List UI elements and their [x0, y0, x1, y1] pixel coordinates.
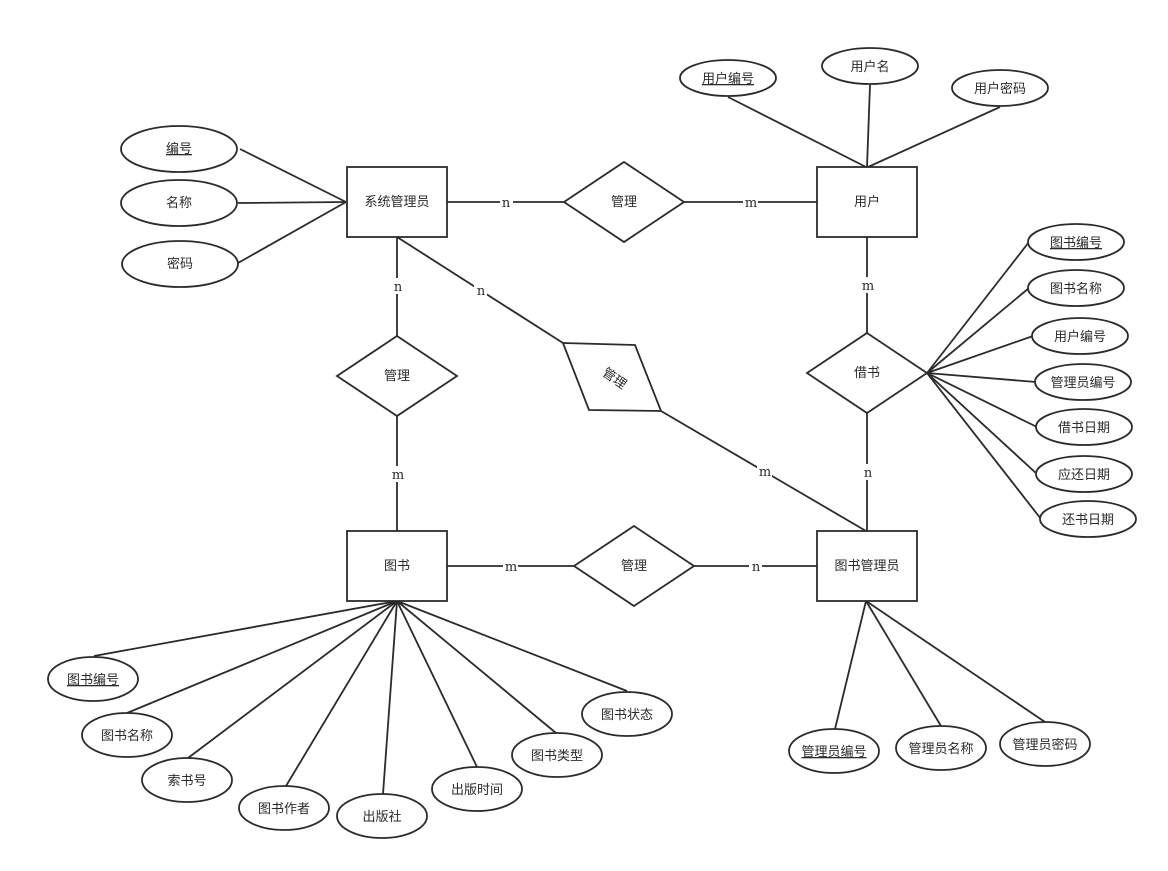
- attr-borrow-book-id[interactable]: 图书编号: [1027, 223, 1125, 261]
- attr-borrow-return-date[interactable]: 还书日期: [1039, 500, 1137, 538]
- entity-librarian-label: 图书管理员: [834, 559, 899, 574]
- attr-librarian-id-label: 管理员编号: [801, 745, 866, 760]
- attr-book-publish-date-label: 出版时间: [451, 783, 503, 798]
- attr-librarian-id[interactable]: 管理员编号: [788, 728, 880, 774]
- cardinality-lib-bottom: n: [752, 560, 761, 575]
- attr-book-author-label: 图书作者: [258, 802, 310, 817]
- attr-user-name[interactable]: 用户名: [821, 47, 919, 85]
- attr-borrow-book-id-label: 图书编号: [1050, 236, 1102, 251]
- attr-sys-id[interactable]: 编号: [120, 125, 238, 173]
- relationship-manage-diagonal[interactable]: 管理: [561, 342, 663, 412]
- attr-book-call-number[interactable]: 索书号: [141, 757, 233, 803]
- attr-book-id-label: 图书编号: [67, 673, 119, 688]
- cardinality-sys-top: n: [502, 196, 511, 211]
- attr-sys-id-label: 编号: [166, 142, 192, 157]
- cardinality-book-left: m: [392, 468, 404, 483]
- cardinality-user-borrow: m: [862, 279, 874, 294]
- attr-borrow-book-name-label: 图书名称: [1050, 281, 1102, 297]
- cardinality-sys-left: n: [394, 280, 403, 295]
- attr-book-publish-date[interactable]: 出版时间: [431, 766, 523, 812]
- entity-system-admin-label: 系统管理员: [364, 195, 429, 210]
- cardinality-lib-diag: m: [759, 465, 771, 480]
- attr-book-publisher-label: 出版社: [362, 809, 401, 825]
- cardinality-user-top: m: [745, 196, 757, 211]
- entity-system-admin[interactable]: 系统管理员: [346, 166, 448, 238]
- relationship-manage-left[interactable]: 管理: [335, 334, 459, 418]
- attr-librarian-name-label: 管理员名称: [908, 741, 973, 757]
- attr-borrow-date-label: 借书日期: [1058, 421, 1110, 436]
- attr-book-call-number-label: 索书号: [167, 774, 206, 789]
- attr-book-publisher[interactable]: 出版社: [336, 793, 428, 839]
- cardinality-book-bottom: m: [505, 560, 517, 575]
- attr-user-id-label: 用户编号: [702, 71, 754, 87]
- attr-borrow-due-date-label: 应还日期: [1058, 467, 1110, 483]
- entity-user[interactable]: 用户: [816, 166, 918, 238]
- attr-sys-name[interactable]: 名称: [120, 179, 238, 227]
- attr-book-status-label: 图书状态: [601, 708, 653, 723]
- attr-borrow-admin-id-label: 管理员编号: [1050, 376, 1115, 391]
- attr-librarian-password[interactable]: 管理员密码: [999, 721, 1091, 767]
- attr-librarian-name[interactable]: 管理员名称: [895, 725, 987, 771]
- attr-user-password-label: 用户密码: [974, 81, 1026, 97]
- attr-book-name-label: 图书名称: [101, 728, 153, 744]
- relationship-manage-top-label: 管理: [611, 195, 637, 210]
- relationship-manage-bottom[interactable]: 管理: [572, 524, 696, 608]
- attr-book-type[interactable]: 图书类型: [511, 732, 603, 778]
- cardinality-labels: n m n m n m m n m n: [390, 194, 875, 575]
- attr-borrow-date[interactable]: 借书日期: [1035, 408, 1133, 446]
- relationship-borrow-label: 借书: [854, 366, 880, 381]
- entity-librarian[interactable]: 图书管理员: [816, 530, 918, 602]
- attr-sys-name-label: 名称: [166, 195, 192, 211]
- attr-book-name[interactable]: 图书名称: [81, 712, 173, 758]
- attr-sys-password-label: 密码: [167, 256, 193, 272]
- attr-borrow-user-id[interactable]: 用户编号: [1031, 317, 1129, 355]
- relationship-manage-bottom-label: 管理: [621, 559, 647, 574]
- relationship-manage-left-label: 管理: [384, 369, 410, 384]
- attr-sys-password[interactable]: 密码: [121, 240, 239, 288]
- cardinality-sys-diag: n: [477, 284, 486, 299]
- entity-user-label: 用户: [854, 194, 880, 210]
- relationship-borrow[interactable]: 借书: [805, 331, 929, 415]
- attr-book-type-label: 图书类型: [531, 749, 583, 764]
- attr-librarian-password-label: 管理员密码: [1012, 737, 1077, 753]
- attr-user-id[interactable]: 用户编号: [679, 59, 777, 97]
- cardinality-lib-borrow: n: [864, 466, 873, 481]
- attr-borrow-admin-id[interactable]: 管理员编号: [1034, 363, 1132, 401]
- relationship-manage-top[interactable]: 管理: [562, 160, 686, 244]
- attr-user-password[interactable]: 用户密码: [951, 69, 1049, 107]
- entity-book-label: 图书: [384, 559, 410, 574]
- entity-book[interactable]: 图书: [346, 530, 448, 602]
- attr-borrow-return-date-label: 还书日期: [1062, 513, 1114, 528]
- attr-book-id[interactable]: 图书编号: [47, 656, 139, 702]
- attr-borrow-due-date[interactable]: 应还日期: [1035, 455, 1133, 493]
- attr-book-status[interactable]: 图书状态: [581, 691, 673, 737]
- attr-borrow-user-id-label: 用户编号: [1054, 329, 1106, 345]
- attr-borrow-book-name[interactable]: 图书名称: [1027, 269, 1125, 307]
- attr-user-name-label: 用户名: [850, 59, 889, 75]
- attr-book-author[interactable]: 图书作者: [238, 785, 330, 831]
